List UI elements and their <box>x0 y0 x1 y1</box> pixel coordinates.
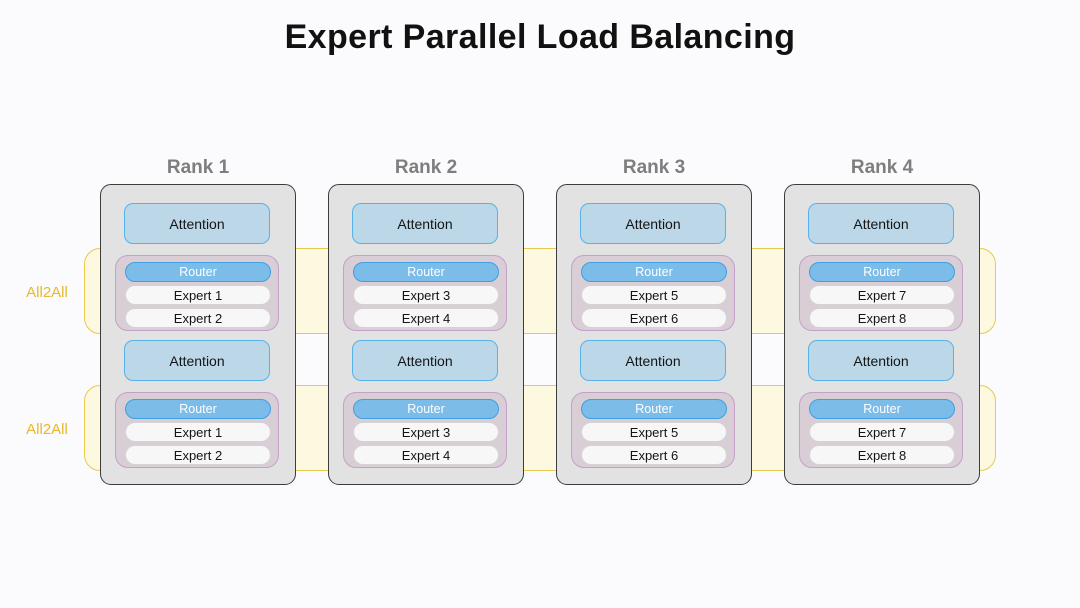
expert-block: Expert 1 <box>125 285 271 305</box>
rank-label-1: Rank 1 <box>166 157 230 178</box>
attention-block: Attention <box>580 203 726 244</box>
expert-block: Expert 2 <box>125 308 271 328</box>
rank-label-2: Rank 2 <box>394 157 458 178</box>
expert-block: Expert 3 <box>353 422 499 442</box>
expert-block: Expert 6 <box>581 308 727 328</box>
attention-block: Attention <box>352 340 498 381</box>
router-block: Router <box>581 262 727 282</box>
expert-block: Expert 2 <box>125 445 271 465</box>
router-block: Router <box>581 399 727 419</box>
expert-block: Expert 8 <box>809 445 955 465</box>
attention-block: Attention <box>352 203 498 244</box>
expert-block: Expert 7 <box>809 285 955 305</box>
expert-block: Expert 5 <box>581 422 727 442</box>
attention-block: Attention <box>580 340 726 381</box>
rank-label-3: Rank 3 <box>622 157 686 178</box>
attention-block: Attention <box>124 203 270 244</box>
moe-group: Router Expert 1 Expert 2 <box>115 255 279 331</box>
router-block: Router <box>809 399 955 419</box>
moe-group: Router Expert 7 Expert 8 <box>799 255 963 331</box>
expert-block: Expert 8 <box>809 308 955 328</box>
rank-column-1: Attention Router Expert 1 Expert 2 Atten… <box>100 184 296 485</box>
expert-block: Expert 7 <box>809 422 955 442</box>
expert-block: Expert 6 <box>581 445 727 465</box>
page-title: Expert Parallel Load Balancing <box>284 18 796 56</box>
moe-group: Router Expert 5 Expert 6 <box>571 392 735 468</box>
moe-group: Router Expert 3 Expert 4 <box>343 255 507 331</box>
rank-column-2: Attention Router Expert 3 Expert 4 Atten… <box>328 184 524 485</box>
attention-block: Attention <box>808 203 954 244</box>
moe-group: Router Expert 3 Expert 4 <box>343 392 507 468</box>
expert-block: Expert 4 <box>353 445 499 465</box>
router-block: Router <box>125 262 271 282</box>
expert-block: Expert 3 <box>353 285 499 305</box>
rank-column-3: Attention Router Expert 5 Expert 6 Atten… <box>556 184 752 485</box>
rank-column-4: Attention Router Expert 7 Expert 8 Atten… <box>784 184 980 485</box>
all2all-label-bottom: All2All <box>26 421 68 438</box>
expert-block: Expert 1 <box>125 422 271 442</box>
router-block: Router <box>809 262 955 282</box>
attention-block: Attention <box>808 340 954 381</box>
moe-group: Router Expert 7 Expert 8 <box>799 392 963 468</box>
router-block: Router <box>353 399 499 419</box>
moe-group: Router Expert 5 Expert 6 <box>571 255 735 331</box>
expert-block: Expert 4 <box>353 308 499 328</box>
moe-group: Router Expert 1 Expert 2 <box>115 392 279 468</box>
rank-label-4: Rank 4 <box>850 157 914 178</box>
router-block: Router <box>353 262 499 282</box>
router-block: Router <box>125 399 271 419</box>
all2all-label-top: All2All <box>26 284 68 301</box>
attention-block: Attention <box>124 340 270 381</box>
expert-block: Expert 5 <box>581 285 727 305</box>
